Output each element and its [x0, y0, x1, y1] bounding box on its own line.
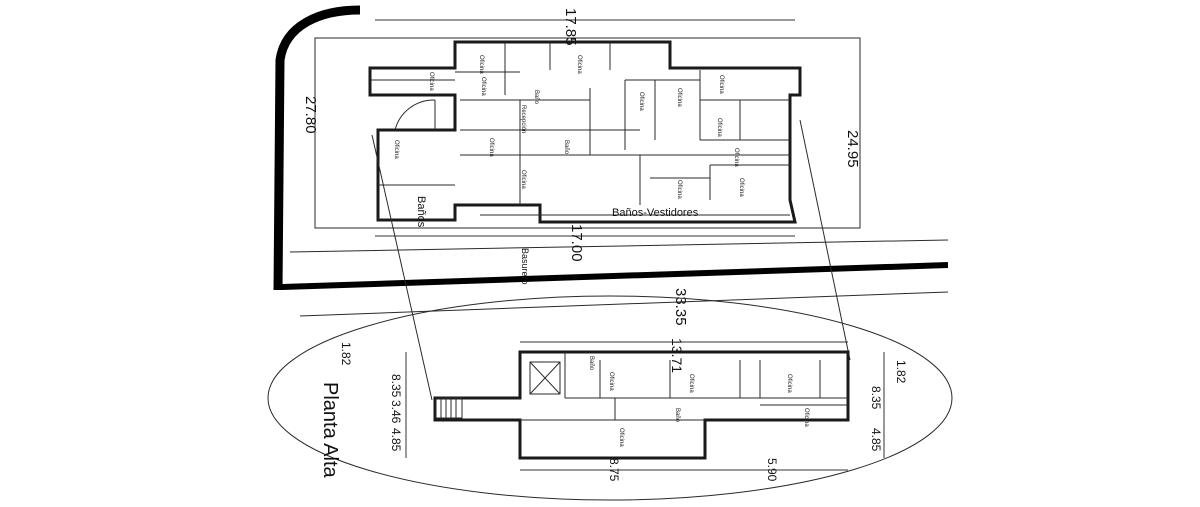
dim-top: 17.85 [562, 8, 579, 46]
label-basurero: Basurero [520, 248, 530, 285]
label-banos-vestidores: Baños-Vestidores [612, 207, 699, 219]
door-swing [394, 99, 436, 131]
upper-room-tags: Oficina Oficina Oficina Oficina Oficina … [393, 55, 744, 199]
room-tag: Oficina [676, 180, 682, 199]
room-tag: Oficina [428, 72, 434, 91]
room-tag: Oficina [618, 428, 624, 447]
stairs [435, 397, 463, 419]
room-tag: Oficina [688, 374, 694, 393]
room-tag: Oficina [676, 88, 682, 107]
room-tag: Oficina [608, 372, 614, 391]
street-line [289, 239, 949, 253]
upper-outer-walls [368, 40, 802, 224]
room-tag: Baño [674, 408, 680, 423]
room-tag: Baño [533, 90, 539, 105]
room-tag: Baño [588, 356, 594, 371]
room-tag: Oficina [480, 77, 486, 96]
connector-right [799, 119, 851, 361]
dim-lower-left-b: 8.35 [389, 374, 403, 398]
street-boundary [273, 5, 361, 291]
room-tag: Oficina [576, 55, 582, 74]
upper-dim-frame [314, 37, 861, 229]
upper-partitions [370, 42, 790, 216]
lower-ellipse [267, 295, 953, 501]
room-tag: Oficina [520, 170, 526, 189]
dim-left: 27.80 [302, 96, 319, 134]
dim-lower-left-c: 3.46 [389, 400, 403, 424]
dim-lower-top: 13.71 [669, 338, 685, 373]
room-tag: Recepción [520, 105, 526, 133]
lower-outer-walls [433, 350, 850, 460]
site-line [299, 291, 949, 317]
room-tag: Oficina [478, 55, 484, 74]
dim-lower-right-a: 1.82 [894, 360, 908, 384]
room-tag: Oficina [638, 92, 644, 111]
room-tag: Baño [563, 140, 569, 155]
lower-dim-lines [405, 341, 885, 471]
dim-lower-right-b: 8.35 [869, 386, 883, 410]
room-tag: Oficina [738, 178, 744, 197]
dim-lower-right-c: 4.85 [869, 428, 883, 452]
lower-floor-plan: Oficina Oficina Oficina Oficina Oficina … [267, 295, 953, 501]
room-tag: Oficina [488, 138, 494, 157]
lower-room-tags: Oficina Oficina Oficina Oficina Oficina … [588, 356, 809, 447]
dim-bottom: 17.00 [568, 224, 585, 262]
room-tag: Oficina [786, 374, 792, 393]
room-tag: Oficina [393, 140, 399, 159]
dim-lower-left-d: 4.85 [389, 428, 403, 452]
connector-left [371, 134, 433, 401]
room-tag: Oficina [733, 148, 739, 167]
room-tag: Oficina [716, 118, 722, 137]
room-tag: Oficina [718, 75, 724, 94]
label-banos: Baños [415, 196, 427, 228]
street-boundary-bottom [281, 262, 949, 290]
dim-right: 24.95 [844, 130, 861, 168]
upper-floor-plan: Oficina Oficina Oficina Oficina Oficina … [302, 8, 861, 326]
dim-site-width: 33.35 [672, 288, 689, 326]
planta-alta-title: Planta Alta [319, 382, 341, 479]
room-tag: Oficina [803, 408, 809, 427]
dim-lower-left-a: 1.82 [339, 342, 353, 366]
lower-partitions [520, 352, 848, 421]
